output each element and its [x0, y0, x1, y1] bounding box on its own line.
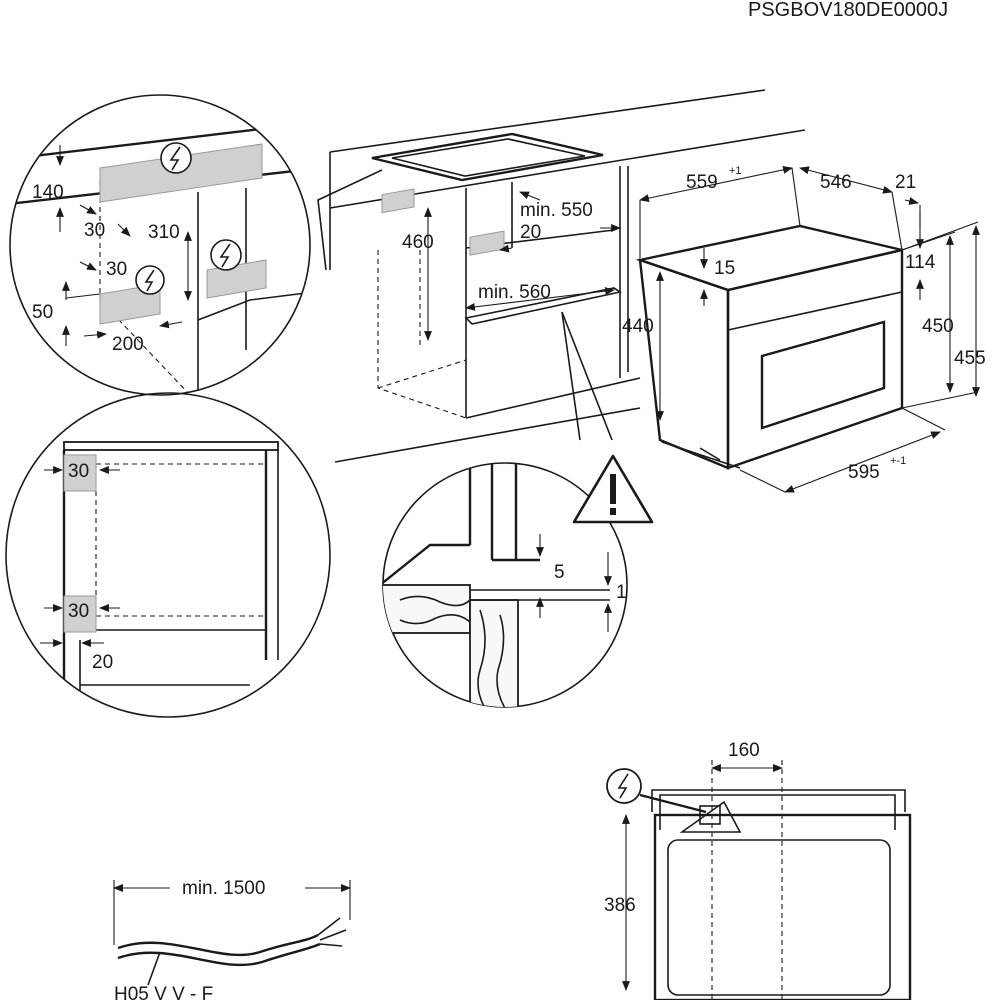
dim-min-1500: min. 1500	[182, 878, 265, 899]
detail-circle-floor-gap: 5 1	[382, 454, 654, 708]
dim-21: 21	[895, 172, 916, 193]
dim-386: 386	[604, 895, 636, 916]
side-dim-30-top: 30	[68, 461, 89, 482]
dim-200: 200	[112, 334, 144, 355]
document-code: PSGBOV180DE0000J	[748, 0, 948, 21]
dim-440: 440	[622, 316, 654, 337]
dim-min-560: min. 560	[478, 282, 551, 303]
power-cable: min. 1500 H05 V V - F	[113, 878, 351, 1000]
detail-circle-side-clearance: 30 30 20	[5, 392, 331, 718]
electric-connection-icon	[210, 239, 242, 271]
dim-140: 140	[32, 182, 64, 203]
dim-30-lower: 30	[106, 259, 127, 280]
dim-595: 595	[848, 462, 880, 483]
dim-455: 455	[954, 348, 986, 369]
dim-595-tolerance: +-1	[890, 455, 906, 467]
detail-dim-1: 1	[616, 582, 627, 603]
detail-dim-5: 5	[554, 562, 565, 583]
dim-450: 450	[922, 316, 954, 337]
cable-type-label: H05 V V - F	[114, 984, 213, 1000]
dim-114: 114	[905, 252, 936, 273]
dim-310: 310	[148, 222, 180, 243]
dim-50: 50	[32, 302, 53, 323]
dim-559-tolerance: +1	[729, 165, 742, 177]
detail-circle-electrical: 140 30 310 30 50 200	[9, 94, 311, 396]
dim-20: 20	[520, 222, 541, 243]
electric-connection-icon	[606, 768, 642, 804]
dim-559: 559	[686, 172, 718, 193]
dim-min-550: min. 550	[520, 200, 593, 221]
oven-outline	[635, 224, 904, 470]
dim-30-upper: 30	[84, 220, 105, 241]
warning-triangle-icon	[572, 454, 654, 524]
dim-546: 546	[820, 172, 852, 193]
front-view-connection: 160 386	[604, 740, 912, 1000]
electric-connection-icon	[135, 265, 165, 295]
dim-160: 160	[728, 740, 760, 761]
dim-460: 460	[402, 232, 434, 253]
side-dim-30-bottom: 30	[68, 601, 89, 622]
dim-15: 15	[714, 258, 735, 279]
electric-connection-icon	[160, 142, 192, 174]
side-dim-20: 20	[92, 652, 113, 673]
